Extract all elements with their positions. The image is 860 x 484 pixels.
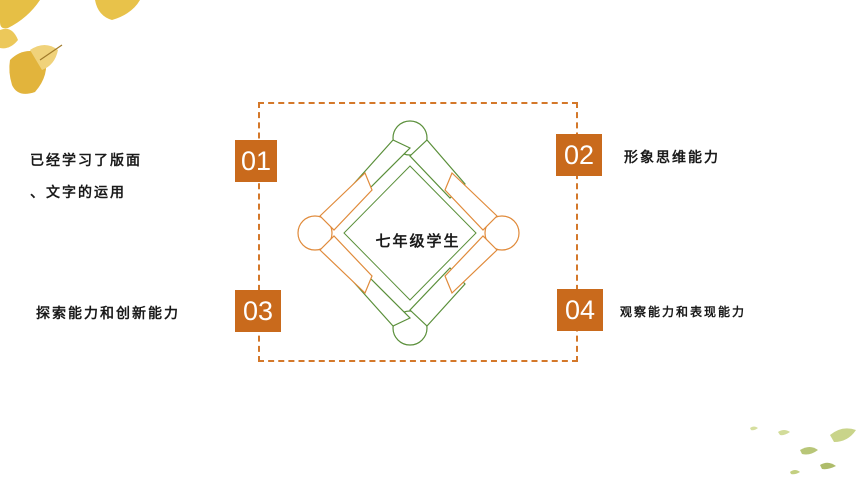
item-01-text-line2: 、文字的运用 [30,185,126,201]
item-02-badge: 02 [556,134,602,176]
diamond-diagram [297,120,520,346]
item-03-badge: 03 [235,290,281,332]
falling-leaves-icon [750,426,856,475]
item-01-text-line1: 已经学习了版面 [30,153,142,169]
item-02-text: 形象思维能力 [624,150,720,166]
item-04-text: 观察能力和表现能力 [620,305,747,319]
ginkgo-leaves-icon [0,0,140,94]
item-03-text: 探索能力和创新能力 [36,306,180,322]
item-04-badge: 04 [557,289,603,331]
item-01-badge: 01 [235,140,277,182]
center-label: 七年级学生 [375,232,461,250]
dashed-frame [258,102,578,362]
